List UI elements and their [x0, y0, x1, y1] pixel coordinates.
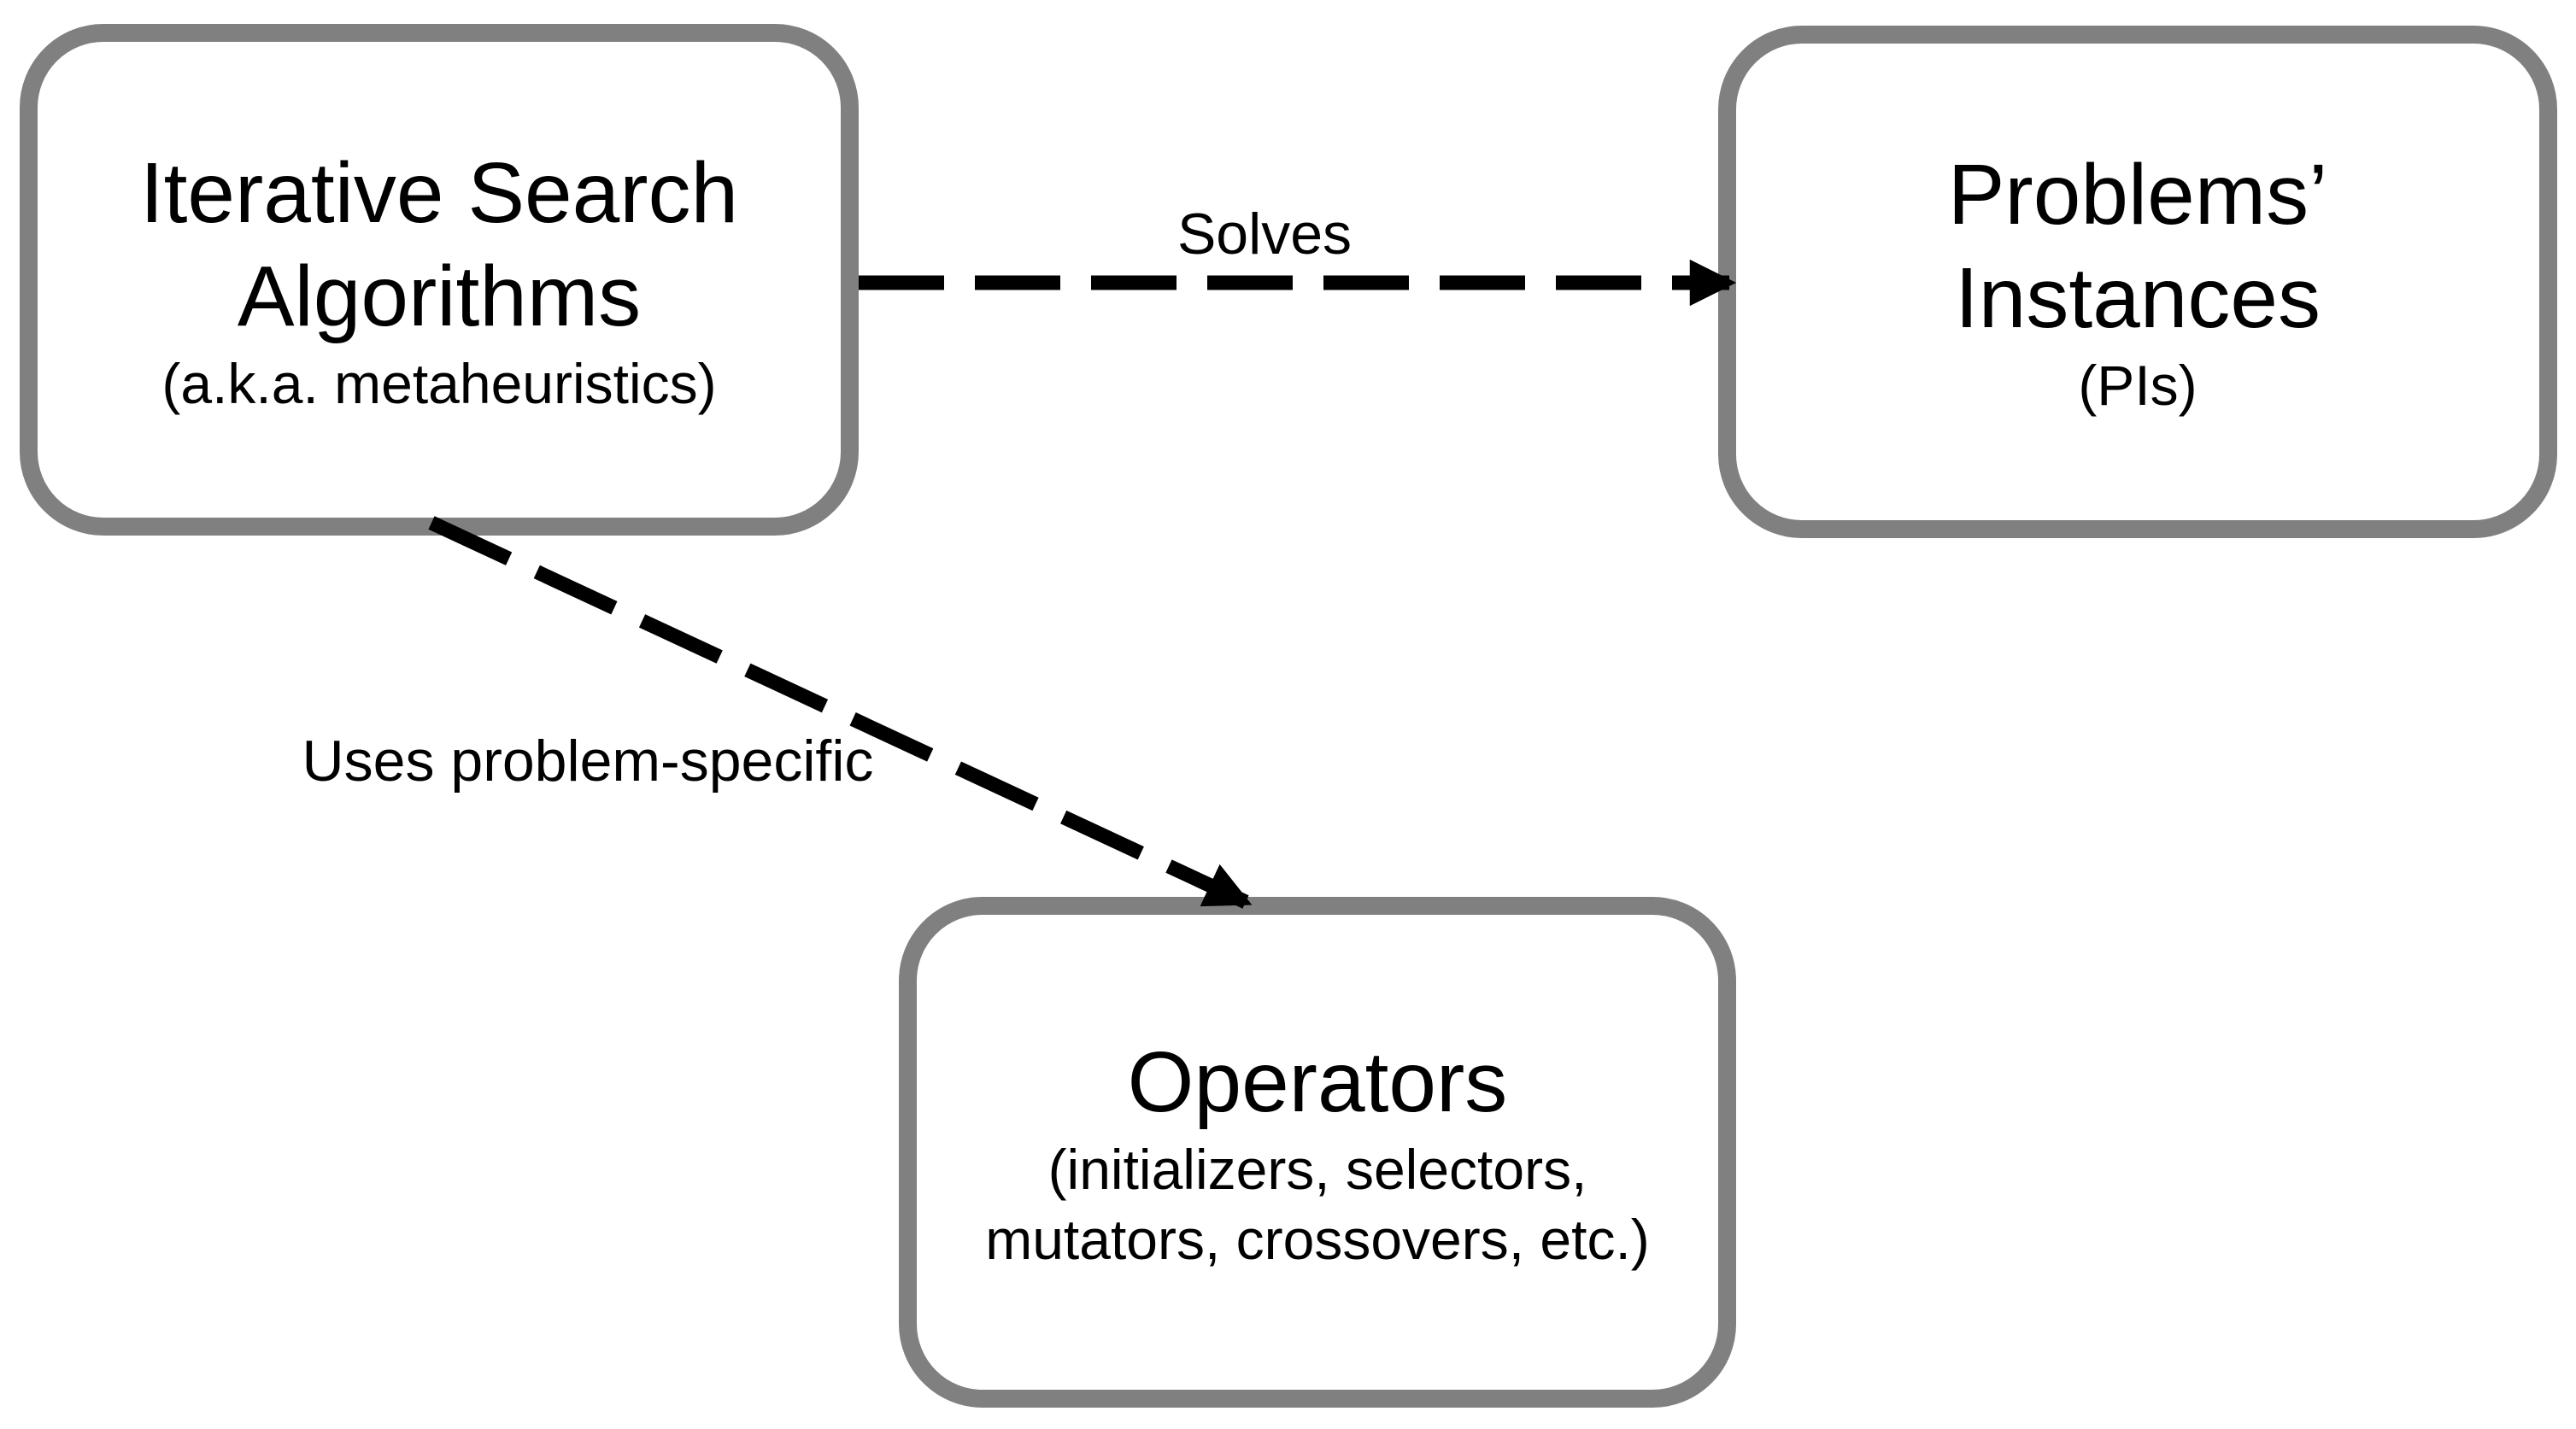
node-title-line: Instances	[1954, 250, 2321, 346]
node-title-line: Algorithms	[237, 248, 642, 344]
node-iterative-search-algorithms: Iterative Search Algorithms (a.k.a. meta…	[20, 24, 859, 536]
node-problems-instances: Problems’ Instances (PIs)	[1718, 26, 2557, 538]
uses-arrow	[428, 516, 1253, 909]
node-subtitle: (a.k.a. metaheuristics)	[161, 351, 717, 415]
node-operators: Operators (initializers, selectors, muta…	[899, 897, 1736, 1408]
node-subtitle-line: mutators, crossovers, etc.)	[985, 1207, 1650, 1271]
edge-label-uses: Uses problem-specific	[302, 729, 874, 794]
node-title-line: Problems’	[1947, 147, 2328, 243]
node-title-line: Operators	[1127, 1034, 1508, 1130]
node-subtitle: (PIs)	[2078, 354, 2198, 417]
node-subtitle-line: (initializers, selectors,	[1047, 1137, 1587, 1201]
edge-label-solves: Solves	[1177, 202, 1353, 266]
node-title-line: Iterative Search	[139, 144, 739, 241]
